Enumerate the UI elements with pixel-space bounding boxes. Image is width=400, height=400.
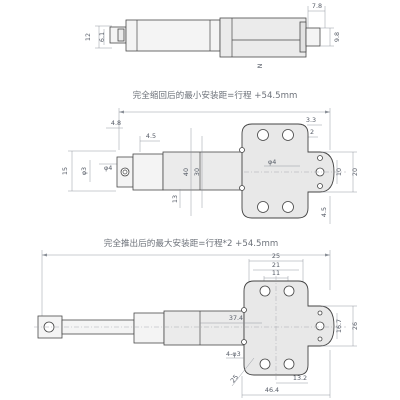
dim-15: 15 bbox=[61, 167, 69, 175]
dim-25: 25 bbox=[272, 252, 280, 260]
bot-housing bbox=[163, 310, 245, 346]
dim-7-8: 7.8 bbox=[312, 2, 322, 10]
bot-pivot-hole bbox=[315, 321, 325, 331]
dim-25-diag: 25 bbox=[229, 373, 240, 384]
top-tube bbox=[125, 19, 221, 52]
bot-small-hole bbox=[317, 336, 323, 342]
dim-phi3: φ3 bbox=[80, 167, 88, 175]
bot-small-hole bbox=[317, 310, 323, 316]
mid-plate-hole bbox=[257, 129, 269, 141]
dim-4-5: 4.5 bbox=[146, 132, 156, 140]
dim-3-3: 3.3 bbox=[306, 116, 316, 124]
bot-plate-hole bbox=[259, 358, 271, 370]
bot-plate-hole bbox=[259, 285, 271, 297]
dim-4-5-lower: 4.5 bbox=[320, 207, 328, 217]
mid-housing bbox=[162, 151, 244, 191]
mid-tube bbox=[132, 153, 164, 191]
mid-small-hole bbox=[317, 155, 323, 161]
top-motor-housing bbox=[219, 17, 307, 58]
top-rear-clevis bbox=[305, 27, 321, 47]
dim-4-8: 4.8 bbox=[111, 119, 121, 127]
top-rod-tip bbox=[117, 28, 125, 42]
bot-mount-plate bbox=[243, 280, 335, 376]
middle-view: 4.8 4.5 3.3 2 15 φ3 φ4 40 30 bbox=[61, 108, 359, 224]
dim-phi4-left: φ4 bbox=[104, 164, 112, 172]
bot-small-hole bbox=[241, 307, 247, 313]
mid-rod-end-hole bbox=[120, 167, 130, 177]
bottom-view: 25 21 11 37.4 16.7 26 4-φ3 bbox=[34, 250, 359, 398]
dim-12: 12 bbox=[84, 33, 92, 41]
dim-4-phi3: 4-φ3 bbox=[226, 350, 241, 358]
mid-mount-plate bbox=[241, 123, 335, 219]
dim-13: 13 bbox=[171, 195, 179, 203]
dim-37-4: 37.4 bbox=[229, 314, 243, 322]
dim-26: 26 bbox=[351, 322, 359, 330]
dim-46-4: 46.4 bbox=[265, 386, 279, 394]
dim-9-8: 9.8 bbox=[333, 32, 341, 42]
dim-6-1: 6.1 bbox=[98, 32, 106, 42]
top-view: 12 6.1 7.8 9.8 N bbox=[84, 2, 341, 68]
bot-plate-hole bbox=[283, 358, 295, 370]
mid-plate-hole bbox=[257, 201, 269, 213]
caption-retracted: 完全缩回后的最小安装距=行程 +54.5mm bbox=[133, 89, 298, 101]
mid-plate-hole bbox=[282, 129, 294, 141]
dim-16-7: 16.7 bbox=[335, 319, 343, 333]
dim-n-label: N bbox=[256, 63, 264, 68]
dim-40: 40 bbox=[182, 168, 190, 176]
mid-small-hole bbox=[239, 147, 245, 153]
dim-10: 10 bbox=[335, 168, 343, 176]
bot-small-hole bbox=[241, 339, 247, 345]
mid-small-hole bbox=[239, 185, 245, 191]
bot-tube bbox=[133, 312, 165, 344]
dim-phi4-right: φ4 bbox=[268, 158, 276, 166]
bot-plate-hole bbox=[283, 285, 295, 297]
dim-20: 20 bbox=[351, 168, 359, 176]
dim-21: 21 bbox=[272, 261, 280, 269]
mid-plate-hole bbox=[282, 201, 294, 213]
caption-extended: 完全推出后的最大安装距=行程*2 +54.5mm bbox=[104, 237, 279, 249]
mid-small-hole bbox=[317, 183, 323, 189]
dim-11: 11 bbox=[272, 269, 280, 277]
dim-13-2: 13.2 bbox=[293, 374, 307, 382]
dim-2: 2 bbox=[310, 128, 314, 136]
dim-30: 30 bbox=[193, 168, 201, 176]
